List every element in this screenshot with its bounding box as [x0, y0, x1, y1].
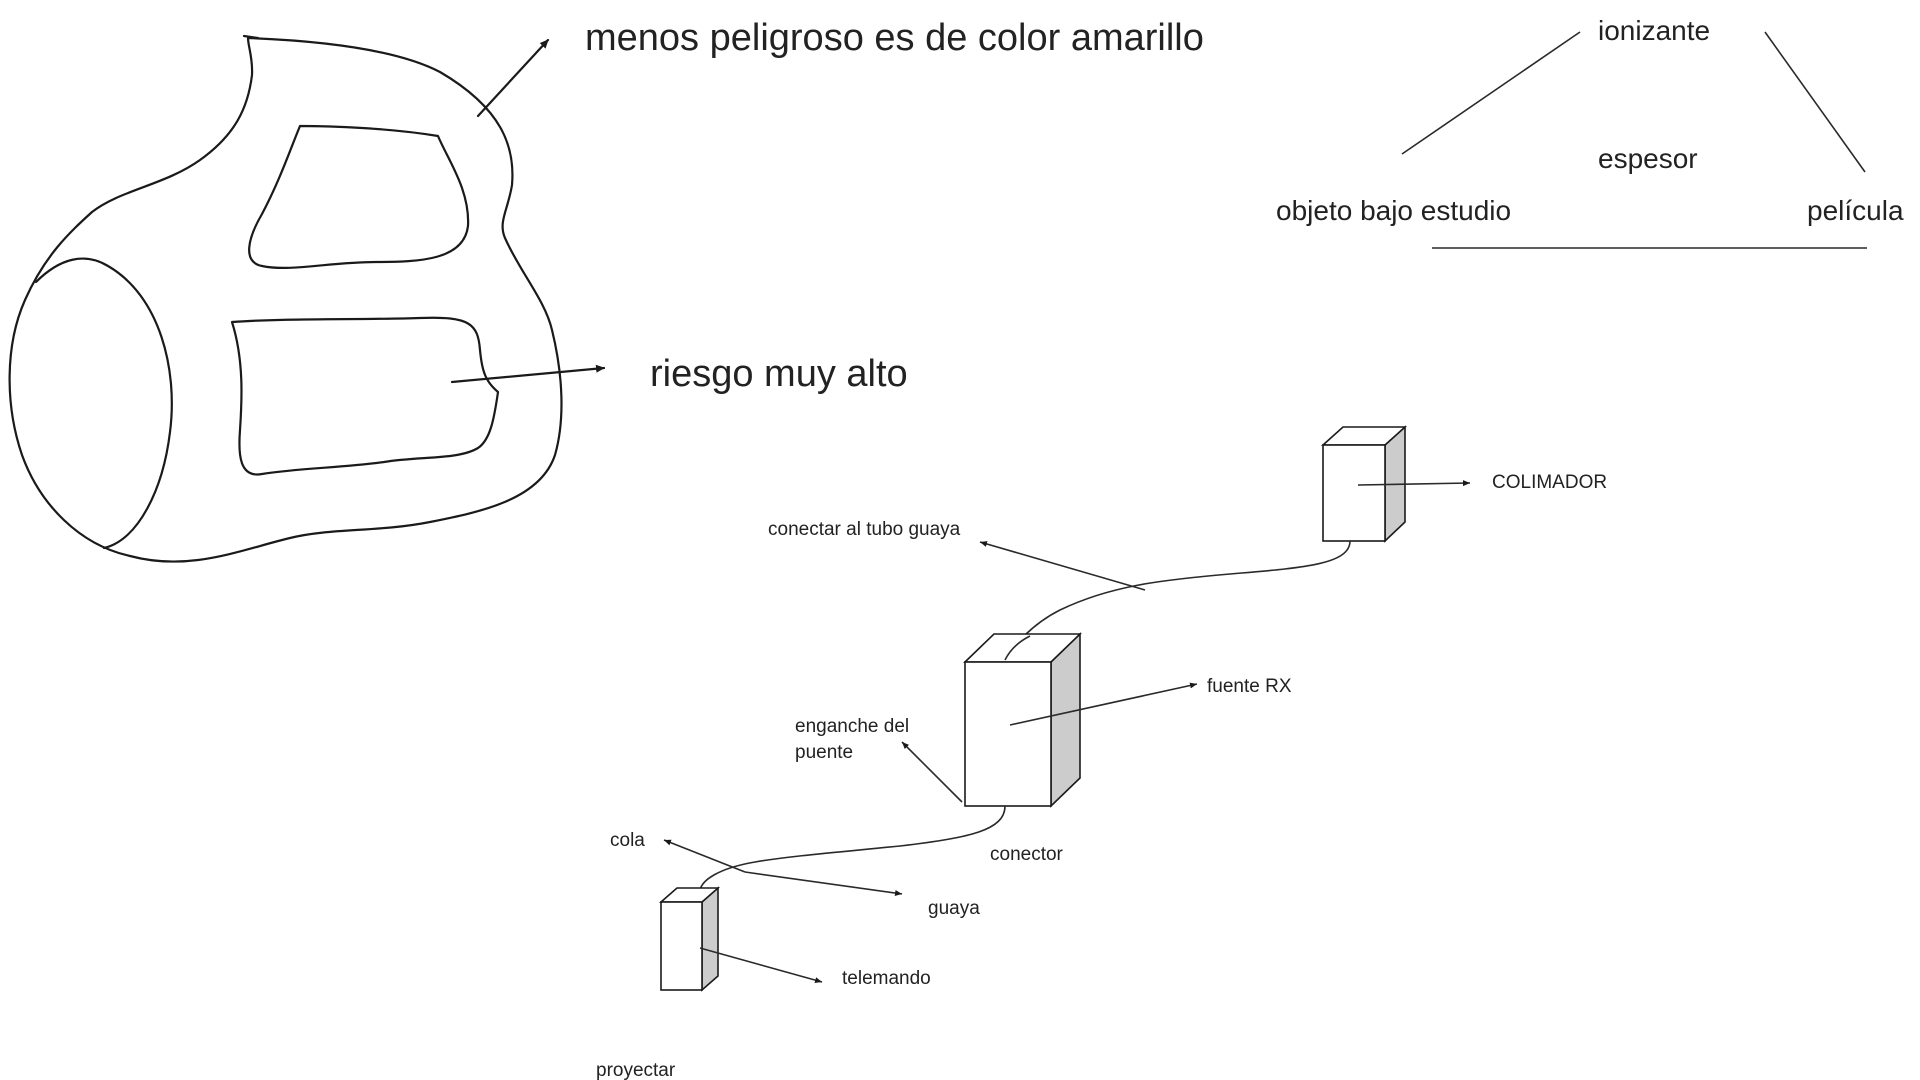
triangle-top-label: ionizante: [1598, 15, 1710, 46]
remote-box: [658, 886, 721, 992]
collimator-arrow: [1357, 480, 1471, 487]
collimator-label: COLIMADOR: [1492, 472, 1607, 493]
hazard-upper-pocket: [248, 124, 470, 269]
source-box: [963, 632, 1082, 808]
cable-label: guaya: [928, 898, 980, 919]
triangle-right-label: película: [1807, 195, 1904, 226]
source-label: fuente RX: [1207, 676, 1292, 697]
gamma-equipment: COLIMADOR conectar al tubo guaya fuente …: [596, 425, 1607, 1080]
bridge-hook-label-line2: puente: [795, 742, 853, 763]
source-cable-entry: [1004, 635, 1031, 661]
guide-tube-cable: [1004, 540, 1351, 661]
cable-arrow: [744, 871, 903, 896]
triangle-middle-label: espesor: [1598, 143, 1698, 174]
radiography-triangle: ionizante espesor objeto bajo estudio pe…: [1276, 15, 1904, 249]
remote-cable: [699, 805, 1006, 893]
connect-tube-arrow: [979, 541, 1146, 591]
inner-hazard-label: riesgo muy alto: [650, 353, 908, 395]
inner-label-arrow: [450, 364, 606, 384]
hazard-sign: menos peligroso es de color amarillo rie…: [8, 17, 1204, 563]
connect-tube-label: conectar al tubo guaya: [768, 519, 961, 540]
project-label: proyectar: [596, 1060, 676, 1080]
hazard-top-tick: [242, 34, 260, 40]
tail-arrow: [663, 839, 746, 873]
remote-arrow: [699, 947, 823, 984]
remote-label: telemando: [842, 968, 931, 989]
hazard-outer-outline: [8, 36, 563, 563]
bridge-hook-arrow: [901, 741, 963, 803]
source-arrow: [1009, 682, 1198, 726]
triangle-left-label: objeto bajo estudio: [1276, 195, 1511, 226]
triangle-right-edge: [1764, 31, 1866, 173]
triangle-left-edge: [1401, 31, 1581, 155]
hazard-left-ellipse: [34, 257, 173, 550]
tail-label: cola: [610, 830, 645, 851]
hazard-lower-pocket: [230, 316, 500, 476]
outer-label-arrow: [476, 38, 550, 118]
outer-hazard-label: menos peligroso es de color amarillo: [585, 17, 1204, 59]
connector-label: conector: [990, 844, 1064, 865]
bridge-hook-label-line1: enganche del: [795, 716, 909, 737]
